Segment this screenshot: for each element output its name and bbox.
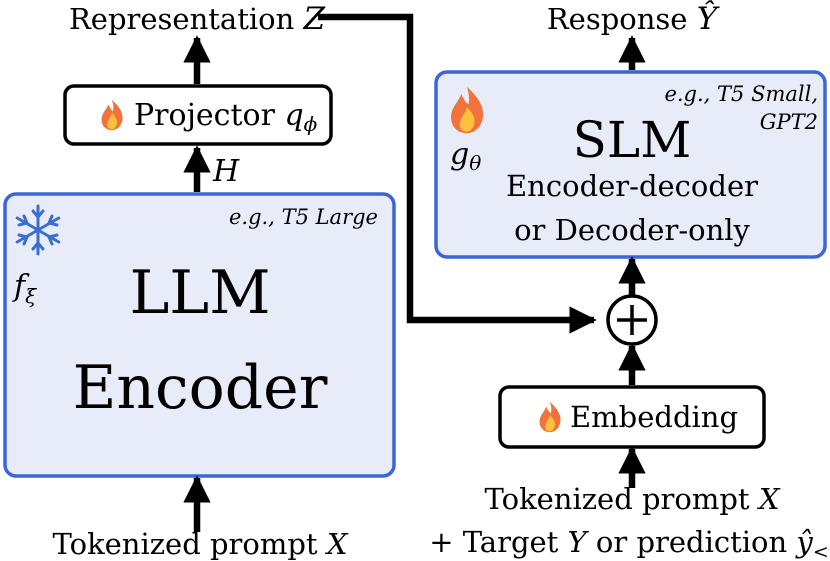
slm-input-line1: Tokenized prompt X xyxy=(485,482,781,516)
llm-title-line2: Encoder xyxy=(73,353,328,423)
slm-title: SLM xyxy=(573,111,692,169)
slm-line2: or Decoder-only xyxy=(514,213,750,247)
slm-input-line2: + Target Y or prediction ŷ<i xyxy=(429,525,830,561)
hidden-label: H xyxy=(212,154,240,189)
llm-encoder-box xyxy=(3,192,396,478)
snowflake-icon xyxy=(15,204,61,256)
llm-title-line1: LLM xyxy=(129,258,270,328)
embedding-label: Embedding xyxy=(570,400,738,434)
projector-box xyxy=(63,84,333,146)
z-connector-arrow xyxy=(318,13,597,334)
slm-example-line1: e.g., T5 Small, xyxy=(664,82,818,106)
representation-label: Representation Z xyxy=(69,1,326,37)
projector-label: Projector qϕ xyxy=(134,98,318,136)
slm-example-line2: GPT2 xyxy=(760,110,818,134)
response-label: Response Ŷ xyxy=(547,0,720,37)
llm-example: e.g., T5 Large xyxy=(229,205,378,229)
llm-input-label: Tokenized prompt X xyxy=(53,527,349,561)
slm-line1: Encoder-decoder xyxy=(506,169,758,203)
slm-symbol: gθ xyxy=(450,137,481,175)
